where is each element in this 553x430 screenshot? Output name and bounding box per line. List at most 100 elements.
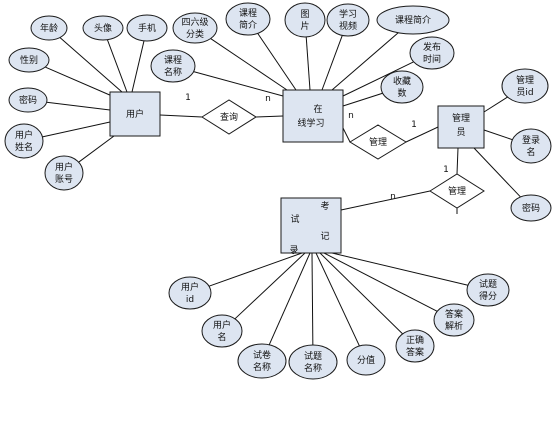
attribute-exam-record-paper-name-connector	[268, 252, 311, 345]
attribute-user-name-connector	[42, 121, 111, 138]
entity-online-learning-label: 线学习	[297, 117, 324, 129]
attribute-online-learning-course-intro1-label: 简介	[239, 19, 257, 31]
attribute-user-password	[8, 87, 48, 113]
attribute-exam-record-correct-answer-label: 答案	[406, 346, 424, 358]
attribute-user-age-label: 年龄	[40, 22, 58, 34]
attribute-online-learning-course-intro1-connector	[257, 33, 297, 91]
attribute-exam-record-user-id-label: 用户	[181, 281, 199, 293]
connector-manage2-exam	[340, 190, 431, 211]
cardinality-user-query: 1	[185, 93, 191, 103]
attribute-exam-record-user-id	[168, 276, 212, 310]
entity-exam-record	[280, 197, 342, 254]
attribute-exam-record-paper-name-label: 名称	[253, 361, 271, 373]
attribute-online-learning-course-intro1	[225, 2, 271, 36]
attribute-exam-record-user-name-connector	[234, 252, 306, 320]
attribute-exam-record-user-name	[201, 314, 243, 348]
attribute-exam-record-question-name-connector	[311, 252, 314, 346]
attribute-online-learning-publish-time	[409, 36, 455, 70]
attribute-exam-record-correct-answer-label: 正确	[406, 334, 424, 346]
attribute-exam-record-question-score-connector	[331, 252, 469, 286]
entity-admin	[437, 105, 485, 149]
attribute-exam-record-user-name-label: 用户	[213, 319, 231, 331]
attribute-exam-record-score-connector	[315, 252, 360, 347]
relationship-query	[201, 99, 257, 135]
attribute-admin-admin-id-connector	[483, 96, 508, 113]
shapes	[4, 2, 552, 380]
attribute-exam-record-paper-name-label: 试卷	[253, 349, 271, 361]
relationship-manage-learning-label: 管理	[369, 136, 387, 148]
attribute-online-learning-study-video-label: 学习	[339, 8, 357, 20]
relationship-manage-learning	[349, 124, 407, 160]
attribute-user-name-label: 姓名	[15, 141, 33, 153]
entity-user	[109, 91, 161, 137]
attribute-user-gender-connector	[45, 66, 113, 97]
attribute-user-account-label: 用户	[55, 161, 73, 173]
attribute-admin-login-name-label: 登录	[522, 135, 540, 146]
entity-online-learning-label: 在	[313, 103, 322, 115]
attribute-online-learning-study-video-connector	[321, 35, 343, 91]
entity-admin-label: 管理	[452, 112, 470, 124]
attribute-admin-login-name-label: 名	[526, 146, 535, 158]
attribute-online-learning-cet-category-label: 四六级	[181, 16, 208, 28]
attribute-user-avatar	[82, 15, 124, 41]
attribute-admin-admin-id	[501, 68, 549, 104]
attribute-online-learning-picture	[284, 2, 326, 38]
attribute-exam-record-user-id-label: id	[186, 295, 194, 305]
connector-query-learning	[255, 115, 284, 118]
attribute-online-learning-publish-time-connector	[342, 61, 414, 97]
attribute-online-learning-favorites-connector	[342, 92, 383, 107]
attribute-user-name-label: 用户	[15, 129, 33, 141]
attribute-user-password-label: 密码	[19, 94, 37, 106]
attribute-exam-record-question-name	[288, 344, 338, 380]
attribute-exam-record-question-score-label: 得分	[479, 290, 497, 302]
cardinality-query-learning: n	[265, 94, 271, 104]
relationship-query-label: 查询	[220, 111, 238, 123]
attribute-admin-admin-id-label: 管理	[516, 74, 534, 86]
attribute-online-learning-picture-label: 片	[300, 20, 309, 32]
connector-admin-manage2	[456, 147, 459, 175]
attribute-online-learning-publish-time-label: 发布	[423, 41, 441, 53]
attribute-online-learning-cet-category-label: 分类	[186, 28, 204, 40]
connectors	[42, 32, 521, 347]
attribute-online-learning-publish-time-label: 时间	[423, 53, 441, 65]
attribute-online-learning-course-intro2-connector	[331, 32, 399, 91]
connector-user-query	[159, 114, 203, 118]
attribute-online-learning-picture-label: 图	[300, 9, 309, 20]
attribute-online-learning-favorites-label: 收藏	[393, 75, 411, 87]
attribute-exam-record-score-label: 分值	[357, 354, 375, 366]
attribute-user-account	[44, 155, 84, 191]
attribute-exam-record-answer-analysis	[433, 303, 475, 337]
attribute-online-learning-picture-connector	[305, 36, 311, 91]
attribute-admin-password-label: 密码	[522, 202, 540, 214]
attribute-exam-record-paper-name	[237, 343, 287, 379]
attribute-online-learning-course-name-connector	[193, 71, 284, 97]
attribute-user-gender	[8, 47, 50, 73]
attribute-user-phone	[126, 14, 168, 42]
cardinality-admin-manage2: 1	[443, 165, 449, 175]
attribute-online-learning-study-video	[326, 3, 370, 37]
attribute-admin-login-name	[510, 128, 552, 164]
attribute-admin-password-connector	[473, 147, 521, 198]
attribute-exam-record-question-name-label: 名称	[304, 362, 322, 374]
relationship-manage-exam	[429, 173, 485, 209]
attribute-admin-password	[510, 194, 552, 222]
attribute-exam-record-user-name-label: 名	[217, 331, 226, 343]
attribute-exam-record-answer-analysis-connector	[323, 252, 438, 312]
attribute-admin-login-name-connector	[483, 129, 513, 141]
attribute-exam-record-question-score-label: 试题	[479, 278, 497, 290]
entity-exam-record-label: 试	[290, 213, 299, 225]
entity-exam-record-label: 录	[289, 245, 298, 256]
attribute-online-learning-course-name-label: 名称	[164, 66, 182, 78]
attribute-online-learning-course-intro2	[376, 5, 450, 35]
attribute-exam-record-user-id-connector	[208, 252, 303, 287]
attribute-online-learning-course-intro2-label: 课程简介	[395, 14, 431, 26]
attribute-online-learning-favorites	[380, 70, 424, 104]
attribute-user-account-connector	[78, 135, 115, 163]
cardinality-manage2-exam: n	[390, 192, 396, 202]
entity-admin-label: 员	[456, 127, 465, 138]
entity-online-learning	[282, 89, 344, 143]
attribute-online-learning-favorites-label: 数	[397, 87, 406, 99]
attribute-exam-record-correct-answer	[395, 329, 435, 363]
relationship-manage-exam-label: 管理	[448, 185, 466, 197]
